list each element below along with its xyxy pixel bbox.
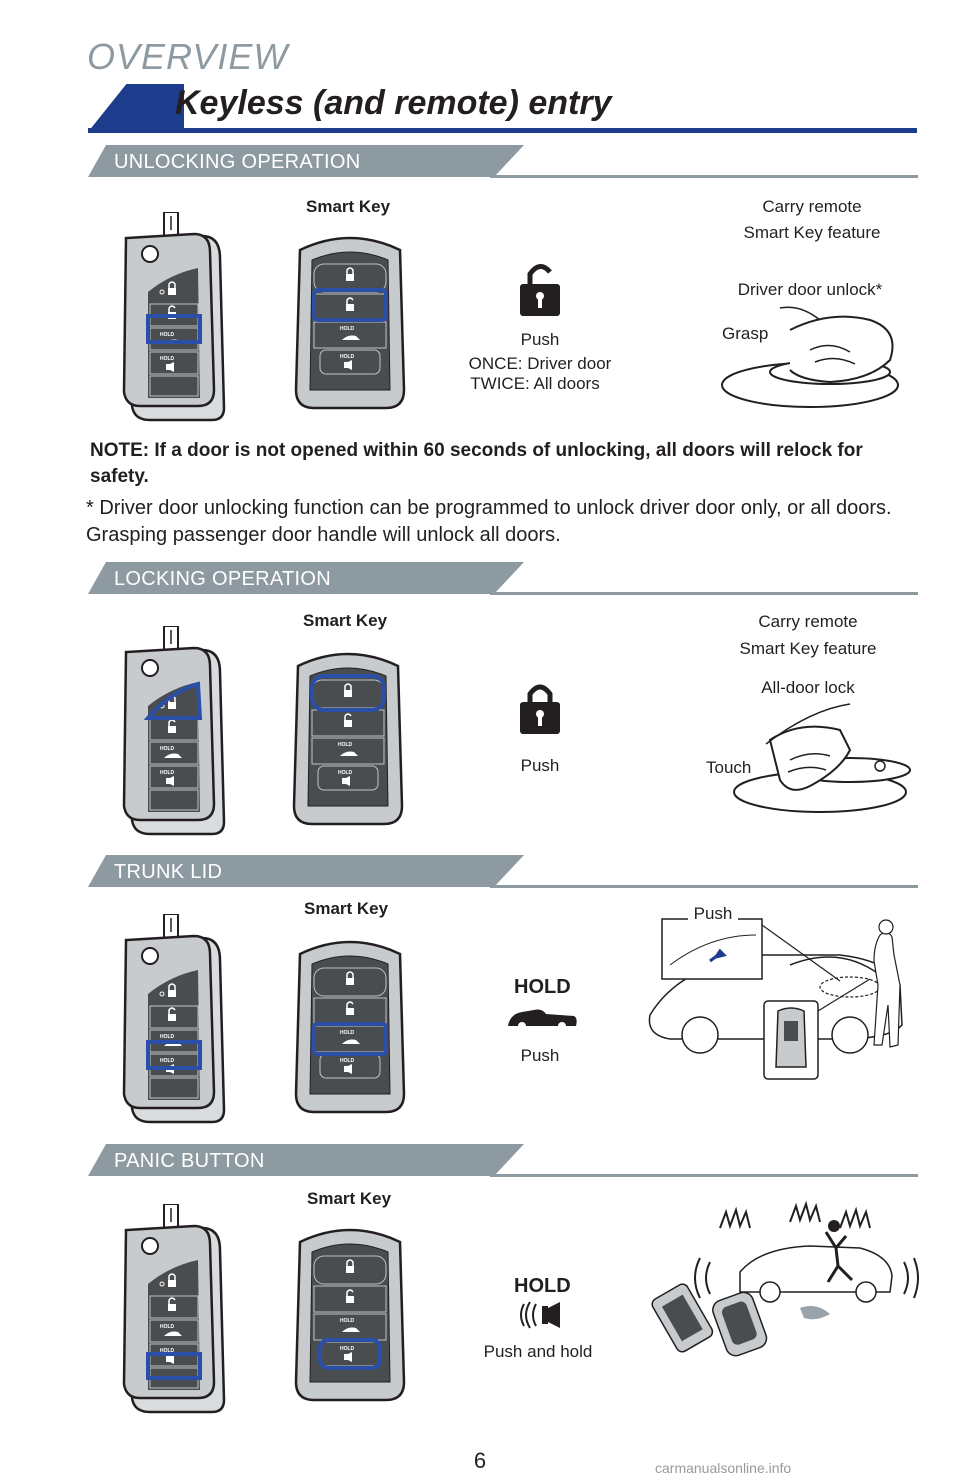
trunk-push-label: Push bbox=[520, 1046, 560, 1065]
overview-label: OVERVIEW bbox=[87, 36, 289, 77]
grasp-label: Grasp bbox=[722, 324, 769, 343]
lock-smart-key-feature: Smart Key feature bbox=[739, 639, 877, 658]
watermark: carmanualsonline.info bbox=[655, 1460, 792, 1476]
smart-key-trunk-illustration bbox=[294, 940, 406, 1114]
unlocking-heading: UNLOCKING OPERATION bbox=[114, 151, 361, 173]
trunk-push-callout: Push bbox=[688, 904, 738, 924]
trunk-opening-illustration bbox=[648, 918, 903, 1080]
unlocking-heading-rule bbox=[490, 175, 918, 178]
smart-key-label: Smart Key bbox=[303, 611, 388, 630]
title-rule bbox=[88, 128, 917, 133]
trunk-heading-bar bbox=[88, 855, 524, 887]
panic-heading-rule bbox=[490, 1174, 918, 1177]
safety-note: NOTE: If a door is not opened within 60 … bbox=[90, 440, 863, 487]
flip-key-lock-illustration bbox=[122, 626, 226, 836]
smart-key-label: Smart Key bbox=[307, 1189, 392, 1208]
locking-heading-rule bbox=[490, 592, 918, 595]
smart-key-lock-illustration bbox=[292, 652, 404, 826]
flip-key-unlock-illustration bbox=[122, 212, 226, 422]
unlock-carry-remote: Carry remote bbox=[762, 197, 862, 216]
page-number: 6 bbox=[473, 1448, 487, 1473]
panic-heading: PANIC BUTTON bbox=[114, 1150, 265, 1172]
flip-key-panic-illustration bbox=[122, 1204, 226, 1414]
panic-push-hold-label: Push and hold bbox=[483, 1342, 593, 1361]
panic-hold-label: HOLD bbox=[514, 1275, 571, 1297]
smart-key-unlock-illustration bbox=[294, 236, 406, 410]
unlock-twice-text: TWICE: All doors bbox=[470, 374, 600, 393]
locking-heading: LOCKING OPERATION bbox=[114, 568, 331, 590]
smart-key-panic-illustration bbox=[294, 1228, 406, 1402]
trunk-icon bbox=[508, 1009, 577, 1030]
unlock-icon bbox=[520, 264, 560, 316]
trunk-heading: TRUNK LID bbox=[114, 861, 223, 883]
unlock-once-text: ONCE: Driver door bbox=[468, 354, 612, 373]
driver-door-unlock-label: Driver door unlock* bbox=[737, 280, 883, 299]
panic-alarm-icon bbox=[520, 1301, 560, 1329]
locking-heading-bar bbox=[88, 562, 524, 594]
all-door-lock-label: All-door lock bbox=[761, 678, 855, 697]
unlocking-heading-bar bbox=[88, 145, 524, 177]
lock-carry-remote: Carry remote bbox=[758, 612, 858, 631]
title-accent bbox=[88, 84, 184, 132]
hand-touch-door-handle-illustration bbox=[733, 703, 911, 813]
flip-key-trunk-illustration bbox=[122, 914, 226, 1124]
lock-icon bbox=[520, 684, 560, 734]
touch-label: Touch bbox=[706, 758, 752, 777]
hand-grasp-door-handle-illustration bbox=[721, 306, 899, 408]
smart-key-label: Smart Key bbox=[304, 899, 389, 918]
driver-door-footnote: * Driver door unlocking function can be … bbox=[86, 497, 892, 546]
lock-push-label: Push bbox=[520, 756, 560, 775]
trunk-heading-rule bbox=[490, 885, 918, 888]
page-title: Keyless (and remote) entry bbox=[175, 84, 612, 122]
unlock-smart-key-feature: Smart Key feature bbox=[743, 223, 881, 242]
unlock-push-label: Push bbox=[520, 330, 560, 349]
panic-heading-bar bbox=[88, 1144, 524, 1176]
smart-key-label: Smart Key bbox=[306, 197, 391, 216]
panic-alarm-illustration bbox=[651, 1200, 919, 1357]
trunk-hold-label: HOLD bbox=[514, 976, 571, 998]
